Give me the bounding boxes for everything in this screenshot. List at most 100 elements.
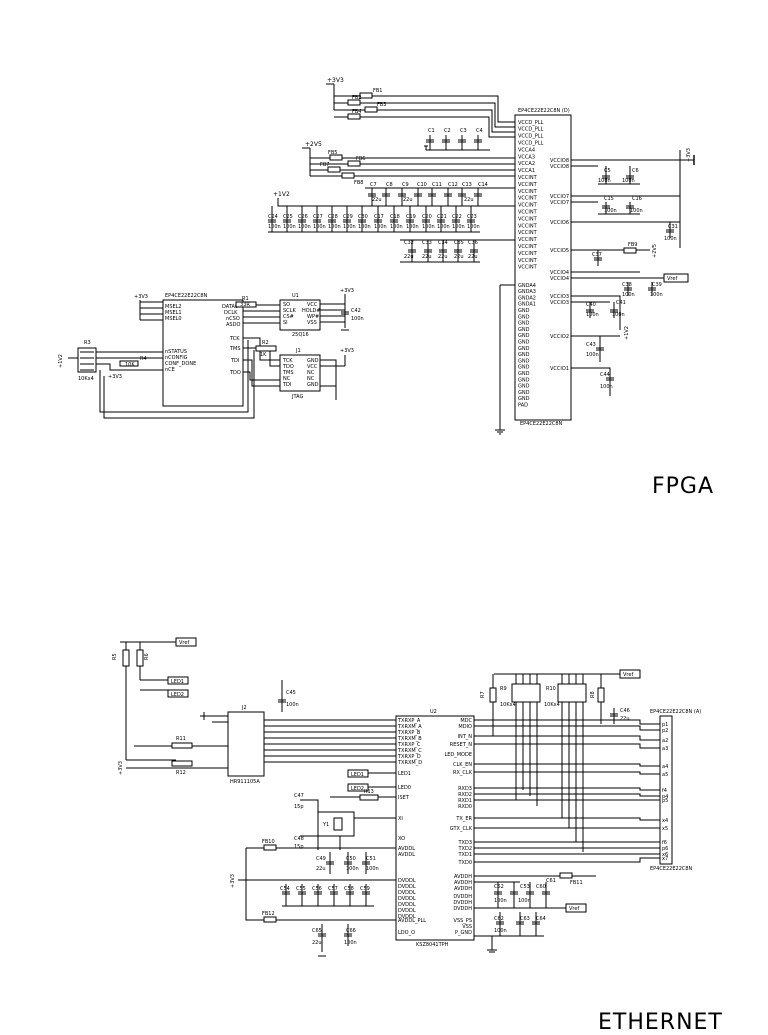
phy-fpga-wire-1 xyxy=(474,725,660,731)
vref-port-eth-top xyxy=(175,637,197,647)
pwr-pin-right-0: VCCIO8 xyxy=(550,158,569,164)
pll-wire-3 xyxy=(334,109,515,133)
resistor-r8 xyxy=(597,687,605,703)
magjack: J2 HR911105A C45 100n xyxy=(200,680,396,785)
svg-text:C22: C22 xyxy=(452,214,462,220)
resistor-r11 xyxy=(171,742,193,749)
svg-text:LED1: LED1 xyxy=(351,772,364,778)
resistor-r6 xyxy=(136,649,144,667)
svg-text:100n: 100n xyxy=(366,866,379,872)
svg-text:C14: C14 xyxy=(478,182,488,188)
svg-text:FB3: FB3 xyxy=(377,102,387,108)
vref-port-fpga xyxy=(663,273,689,283)
phy-pin-left-b-5: AVDDL xyxy=(398,846,415,852)
svg-text:Vref: Vref xyxy=(667,276,677,282)
svg-text:100n: 100n xyxy=(406,224,419,230)
svg-text:C30: C30 xyxy=(358,214,368,220)
pwr-pin-left-8: VCCINT xyxy=(518,175,538,181)
svg-text:100n: 100n xyxy=(437,224,450,230)
fpga-a-pin-3: a3 xyxy=(662,746,668,752)
phy-pin-left-b-12: DVDDL xyxy=(398,908,416,914)
phy-pin-left-b-7: DVDDL xyxy=(398,878,416,884)
svg-text:100n: 100n xyxy=(346,866,359,872)
pwr-pin-right-6: VCCIO4 xyxy=(550,270,569,276)
phy-pin-left-b-3: XI xyxy=(398,816,403,822)
phy-right-pins: MDCMDIOINT_NRESET_NLED_MODECLK_ENRX_CLKR… xyxy=(444,718,472,936)
svg-text:GND: GND xyxy=(307,358,319,364)
svg-text:FB10: FB10 xyxy=(262,839,275,845)
phy-fpga-wire-9 xyxy=(474,817,660,821)
svg-text:22u: 22u xyxy=(372,197,382,203)
pwr-pin-right-11: VCCIO1 xyxy=(550,366,569,372)
svg-text:FB8: FB8 xyxy=(354,180,364,186)
phy-pin-right-11: TX_ER xyxy=(455,816,472,822)
pwr-pin-left-gnd-15: GND xyxy=(518,377,530,383)
rail-label-1v2: +1V2 xyxy=(273,191,290,198)
svg-text:C13: C13 xyxy=(462,182,472,188)
svg-text:SCLK: SCLK xyxy=(283,308,296,314)
pwr-pin-left-10: VCCINT xyxy=(518,189,538,195)
svg-text:EP4CE22E22C8N (A): EP4CE22E22C8N (A) xyxy=(650,709,701,715)
svg-text:C54: C54 xyxy=(280,886,290,892)
svg-text:C40: C40 xyxy=(586,302,596,308)
svg-text:100n: 100n xyxy=(351,316,364,322)
phy-fpga-wire-4 xyxy=(474,763,660,767)
phy-pin-left-0: TXRXP_A xyxy=(397,718,421,724)
svg-text:LED2: LED2 xyxy=(171,692,184,698)
fpga-a-pin-7: p4 xyxy=(662,794,668,800)
pwr-pin-left-gnd-0: GNDA4 xyxy=(518,283,536,289)
pwr-pin-left-16: VCCINT xyxy=(518,230,538,236)
svg-text:U2: U2 xyxy=(430,709,437,715)
svg-text:C4: C4 xyxy=(476,128,483,134)
svg-text:R12: R12 xyxy=(176,770,186,776)
svg-text:100n: 100n xyxy=(358,224,371,230)
ferrite-fb2: FB2 xyxy=(347,95,362,106)
rail-wire xyxy=(326,83,335,110)
resistor-r1 xyxy=(235,301,257,308)
svg-text:C39: C39 xyxy=(652,282,662,288)
phy-pin-right-20: DVDDH xyxy=(453,894,472,900)
pwr-pin-left-5: VCCA3 xyxy=(518,154,535,160)
phy-pin-right-25: P_GND xyxy=(455,930,472,936)
svg-text:100n: 100n xyxy=(604,208,617,214)
vref-port-eth-right xyxy=(619,669,641,679)
svg-text:DATA0: DATA0 xyxy=(222,304,238,310)
svg-text:C29: C29 xyxy=(343,214,353,220)
fpga-power-left-pins: VCCD_PLLVCCD_PLLVCCD_PLLVCCD_PLLVCCA4VCC… xyxy=(518,120,544,409)
pwr-pin-left-9: VCCINT xyxy=(518,182,538,188)
resistor-r13 xyxy=(359,794,379,801)
svg-text:22u: 22u xyxy=(620,716,630,722)
phy-pin-right-9: RXD1 xyxy=(458,798,472,804)
svg-text:nCSO: nCSO xyxy=(226,316,240,322)
phy-pin-left-1: TXRXM_A xyxy=(397,724,422,730)
svg-text:C38: C38 xyxy=(622,282,632,288)
svg-text:C60: C60 xyxy=(536,884,546,890)
flash-body xyxy=(279,299,321,331)
phy-fpga-wire-5 xyxy=(474,771,660,775)
phy-pin-right-6: RX_CLK xyxy=(453,770,473,776)
svg-text:C58: C58 xyxy=(344,886,354,892)
pwr-pin-right-8: VCCIO3 xyxy=(550,294,569,300)
fpga-a-pin-14: x7 xyxy=(662,856,668,862)
flash-chip: U1 25Q16 SO SCLK CS# SI VCC HOLD# WP# VS… xyxy=(279,288,364,338)
resistor-r7 xyxy=(489,687,497,703)
phy-power: FB10 FB12 +3V3 C49 C50 C51 22u 100n 100n… xyxy=(230,839,396,957)
svg-text:CONF_DONE: CONF_DONE xyxy=(165,361,196,367)
phy-pin-left-b-9: DVDDL xyxy=(398,890,416,896)
phy-pin-left-b-8: DVDDL xyxy=(398,884,416,890)
svg-text:FB2: FB2 xyxy=(352,95,362,101)
svg-text:+3V3: +3V3 xyxy=(340,348,354,354)
svg-text:C56: C56 xyxy=(312,886,322,892)
svg-text:100n: 100n xyxy=(313,224,326,230)
svg-text:C24: C24 xyxy=(268,214,278,220)
svg-text:MSEL1: MSEL1 xyxy=(165,310,182,316)
pll-wire-1 xyxy=(334,95,515,123)
svg-text:100n: 100n xyxy=(518,898,531,904)
svg-text:C18: C18 xyxy=(390,214,400,220)
svg-text:100n: 100n xyxy=(622,178,635,184)
pwr-pin-left-gnd-2: GNDA2 xyxy=(518,295,536,301)
svg-text:100n: 100n xyxy=(598,178,611,184)
svg-text:J1: J1 xyxy=(295,348,301,354)
svg-text:R9: R9 xyxy=(500,686,507,692)
svg-text:22u: 22u xyxy=(454,254,464,260)
